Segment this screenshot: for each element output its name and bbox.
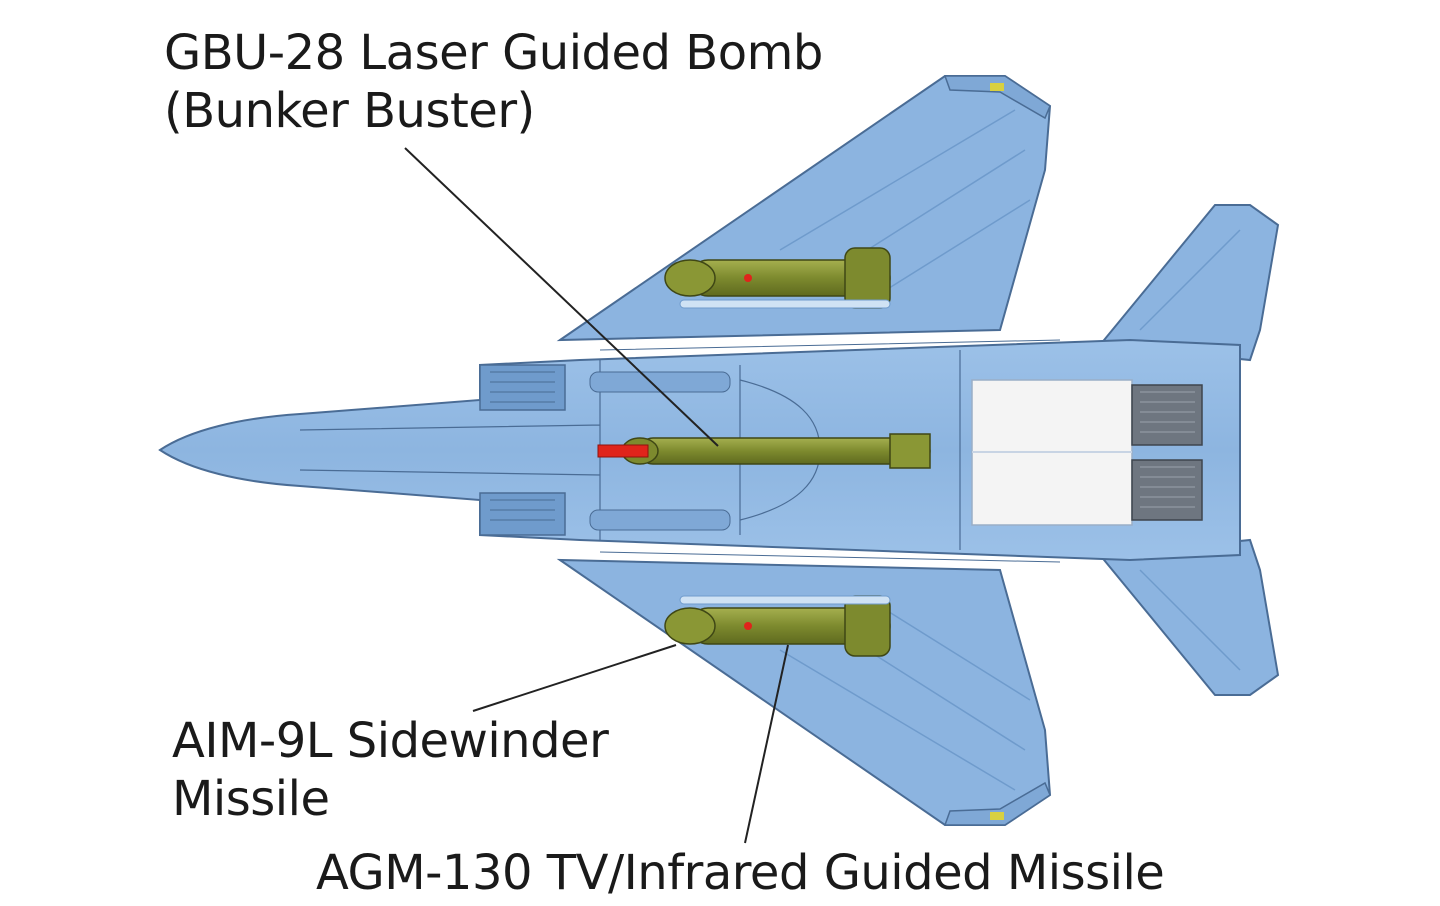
upper-nozzle [1131, 384, 1203, 446]
upper-aim-9l [679, 299, 891, 309]
gbu-28-label: GBU-28 Laser Guided Bomb (Bunker Buster) [164, 24, 823, 140]
aim-9l-label: AIM-9L Sidewinder Missile [172, 712, 609, 828]
gbu-28-bomb [597, 433, 931, 469]
lower-stabilizer [1098, 538, 1280, 696]
agm-130-label-line1: AGM-130 TV/Infrared Guided Missile [316, 845, 1165, 901]
agm-130-label: AGM-130 TV/Infrared Guided Missile [316, 844, 1165, 902]
leader-line-agm-130 [744, 644, 789, 844]
upper-agm-130 [664, 247, 891, 309]
aim-9l-label-line2: Missile [172, 771, 330, 827]
leader-line-aim-9l [472, 644, 677, 712]
gbu-28-label-line2: (Bunker Buster) [164, 83, 535, 139]
lower-nozzle [1131, 459, 1203, 521]
lower-agm-130 [664, 595, 891, 657]
lower-aim-9l [679, 595, 891, 605]
lower-intake [479, 492, 566, 536]
leader-line-gbu-28 [404, 147, 719, 447]
aim-9l-label-line1: AIM-9L Sidewinder [172, 713, 609, 769]
gbu-28-label-line1: GBU-28 Laser Guided Bomb [164, 25, 823, 81]
upper-stabilizer [1098, 204, 1280, 362]
